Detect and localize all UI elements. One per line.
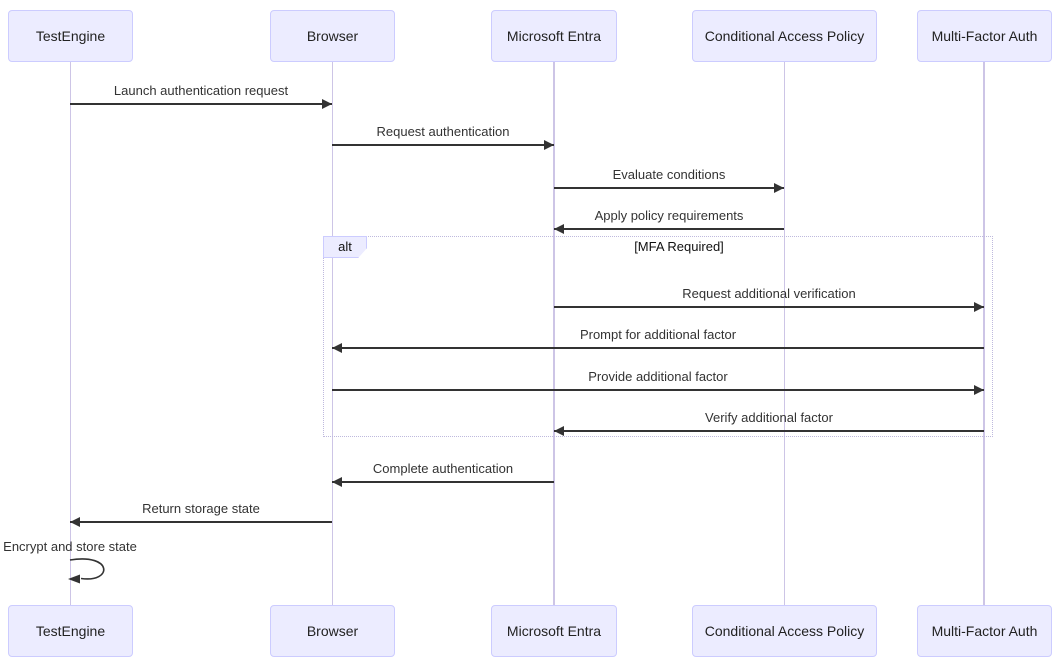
- participant-testengine-top: TestEngine: [8, 10, 133, 62]
- arrowhead-icon: [974, 301, 984, 312]
- participant-testengine-bottom: TestEngine: [8, 605, 133, 657]
- arrowhead-icon: [774, 182, 784, 193]
- message-label: Evaluate conditions: [612, 167, 726, 182]
- message-line: [70, 98, 332, 109]
- participant-multi-factor-auth-top: Multi-Factor Auth: [917, 10, 1052, 62]
- message-label: Apply policy requirements: [594, 208, 744, 223]
- lifeline-browser: [331, 62, 334, 605]
- lifeline-conditional-access-policy: [783, 62, 786, 605]
- self-loop-arrow: [68, 558, 105, 584]
- participant-conditional-access-policy-top: Conditional Access Policy: [692, 10, 877, 62]
- arrowhead-icon: [332, 476, 342, 487]
- message-label: Encrypt and store state: [3, 539, 137, 554]
- arrowhead-icon: [332, 342, 342, 353]
- message-label: Prompt for additional factor: [579, 327, 737, 342]
- alt-condition-label: [MFA Required]: [634, 239, 724, 254]
- arrowhead-icon: [322, 98, 332, 109]
- message-label: Request authentication: [376, 124, 510, 139]
- lifeline-multi-factor-auth: [983, 62, 985, 605]
- participant-label: TestEngine: [35, 28, 106, 44]
- alt-operator-tab: alt: [323, 236, 367, 258]
- message-line: [554, 301, 984, 312]
- message-label: Provide additional factor: [588, 369, 728, 384]
- arrowhead-icon: [544, 139, 554, 150]
- message-line: [332, 476, 554, 487]
- message-label: Return storage state: [142, 501, 260, 516]
- lifeline-testengine: [69, 62, 72, 605]
- participant-microsoft-entra-top: Microsoft Entra: [491, 10, 617, 62]
- message-line: [332, 342, 984, 353]
- participant-label: TestEngine: [35, 623, 106, 639]
- arrowhead-icon: [554, 223, 564, 234]
- message-line: [554, 223, 784, 234]
- message-line: [554, 182, 784, 193]
- message-line: [554, 425, 984, 436]
- message-label: Complete authentication: [372, 461, 514, 476]
- alt-frame: [323, 236, 993, 437]
- participant-browser-bottom: Browser: [270, 605, 395, 657]
- lifeline-microsoft-entra: [553, 62, 555, 605]
- participant-label: Microsoft Entra: [506, 623, 602, 639]
- message-label: Request additional verification: [682, 286, 856, 301]
- participant-label: Microsoft Entra: [506, 28, 602, 44]
- message-line: [332, 139, 554, 150]
- arrowhead-icon: [70, 516, 80, 527]
- participant-multi-factor-auth-bottom: Multi-Factor Auth: [917, 605, 1052, 657]
- message-label: Launch authentication request: [113, 83, 289, 98]
- participant-browser-top: Browser: [270, 10, 395, 62]
- participant-label: Conditional Access Policy: [704, 623, 865, 639]
- message-line: [70, 516, 332, 527]
- participant-conditional-access-policy-bottom: Conditional Access Policy: [692, 605, 877, 657]
- message-label: Verify additional factor: [705, 410, 833, 425]
- participant-label: Multi-Factor Auth: [931, 28, 1038, 44]
- participant-label: Multi-Factor Auth: [931, 623, 1038, 639]
- participant-label: Conditional Access Policy: [704, 28, 865, 44]
- arrowhead-icon: [554, 425, 564, 436]
- arrowhead-icon: [974, 384, 984, 395]
- message-line: [332, 384, 984, 395]
- participant-microsoft-entra-bottom: Microsoft Entra: [491, 605, 617, 657]
- participant-label: Browser: [306, 28, 359, 44]
- participant-label: Browser: [306, 623, 359, 639]
